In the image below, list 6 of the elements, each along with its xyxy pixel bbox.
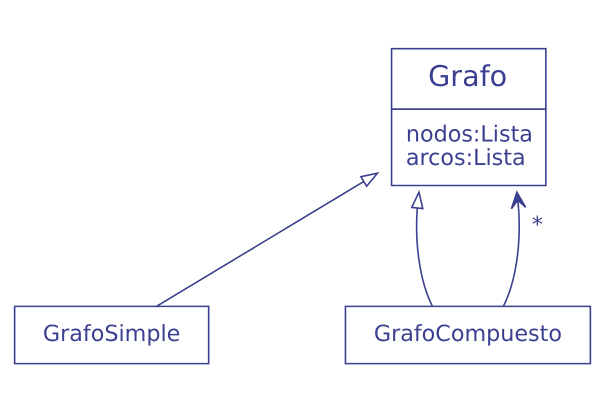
arrow [156, 172, 380, 306]
edge-label: * [532, 212, 543, 238]
arrow [410, 189, 434, 306]
node-box: GrafoCompuesto [344, 305, 592, 364]
arrow [502, 190, 526, 306]
node-box: GrafoSimple [14, 305, 210, 364]
